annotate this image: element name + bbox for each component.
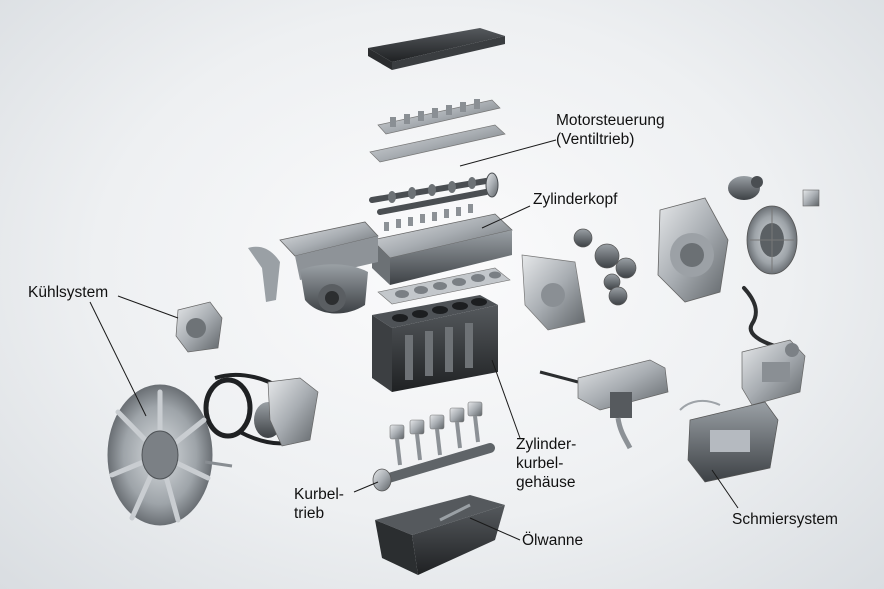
rocker-arms — [384, 204, 473, 231]
label-zylinderkopf: Zylinderkopf — [533, 190, 617, 209]
exhaust-gas-module — [539, 359, 669, 450]
valve-train — [369, 99, 506, 163]
oil-pump-assembly — [679, 399, 779, 483]
leader-lines — [89, 139, 739, 541]
label-kurbeltrieb-line1: Kurbel- — [294, 486, 344, 503]
label-kuehlsystem-line1: Kühlsystem — [28, 284, 109, 301]
sensor-part — [802, 189, 820, 207]
turbocharger — [300, 264, 368, 314]
label-schmiersystem-line1: Schmiersystem — [732, 511, 838, 528]
valve-cover — [368, 28, 505, 70]
crankshaft-pistons — [372, 401, 495, 492]
label-zylinderkurbelgehaeuse: Zylinder- kurbel- gehäuse — [516, 435, 576, 492]
belt-drive — [203, 372, 319, 447]
cylinder-head — [371, 213, 513, 285]
oil-pan — [375, 495, 505, 575]
label-kurbeltrieb-line2: trieb — [294, 505, 325, 522]
label-motorsteuerung-line2: (Ventiltrieb) — [556, 131, 635, 148]
camshafts — [369, 172, 499, 215]
label-zylinderkurbelgehaeuse-line2: kurbel- — [516, 455, 564, 472]
label-schmiersystem: Schmiersystem — [732, 510, 838, 529]
label-zylinderkurbelgehaeuse-line1: Zylinder- — [516, 436, 577, 453]
label-oelwanne-line1: Ölwanne — [522, 532, 584, 549]
timing-gears — [573, 228, 637, 306]
water-pump-part — [728, 176, 763, 200]
label-zylinderkopf-line1: Zylinderkopf — [533, 191, 618, 208]
label-motorsteuerung: Motorsteuerung (Ventiltrieb) — [556, 111, 665, 149]
label-kuehlsystem: Kühlsystem — [28, 283, 108, 302]
engine-block — [372, 295, 498, 392]
label-oelwanne: Ölwanne — [522, 531, 583, 550]
label-zylinderkurbelgehaeuse-line3: gehäuse — [516, 474, 576, 491]
cooling-fan — [107, 384, 233, 526]
oil-line — [742, 286, 777, 348]
timing-cover — [521, 254, 586, 331]
label-kurbeltrieb: Kurbel- trieb — [294, 485, 344, 523]
vibration-damper — [746, 205, 798, 275]
flywheel-housing — [657, 197, 729, 303]
head-gasket — [377, 267, 511, 305]
oil-module — [741, 339, 806, 406]
coolant-pump — [175, 301, 223, 353]
label-motorsteuerung-line1: Motorsteuerung — [556, 112, 665, 129]
